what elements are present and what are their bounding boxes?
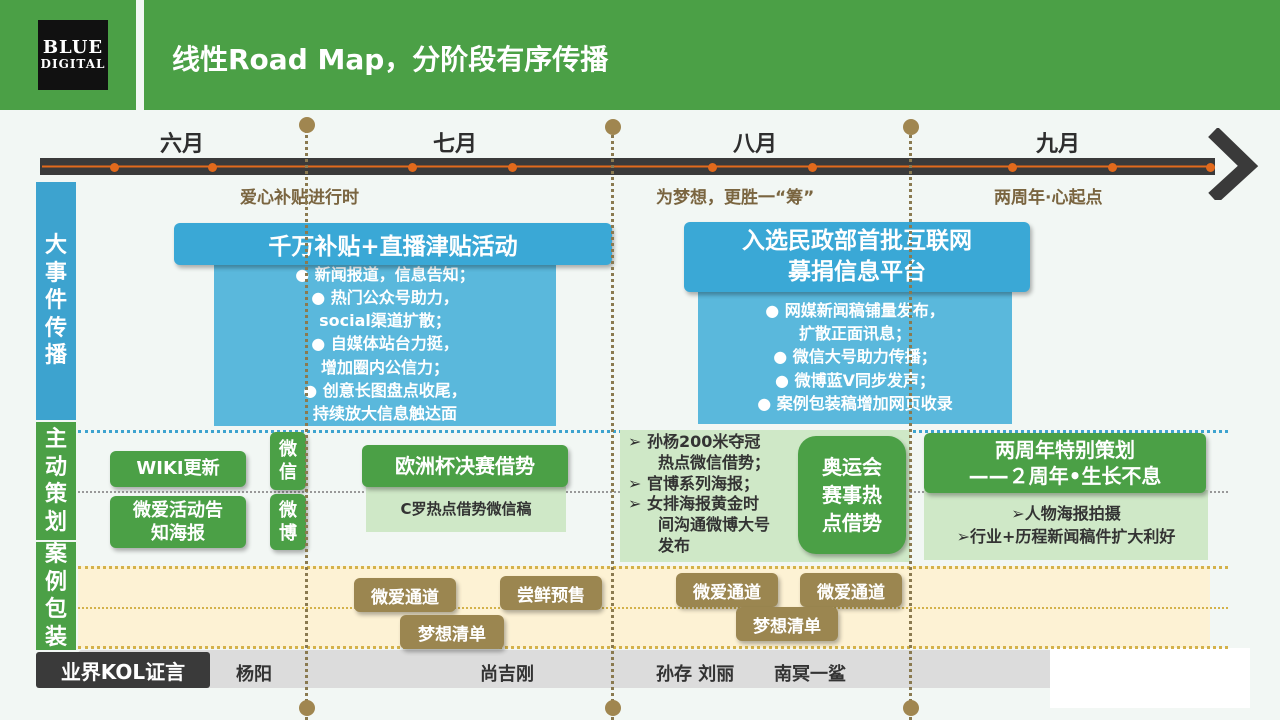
timeline-tick [708, 163, 717, 172]
olympic-item: ➢ 女排海报黄金时 [628, 494, 759, 514]
lane-separator [78, 646, 1228, 649]
event-item: ● 微信大号助力传播； [773, 347, 937, 367]
lane-separator [78, 607, 1228, 609]
month-june: 六月 [160, 132, 205, 157]
event-item: ● 热门公众号助力， [311, 288, 459, 308]
event-item: ● 案例包装稿增加网页收录 [757, 393, 953, 413]
olympic-item: ➢ 孙杨200米夺冠 [628, 432, 761, 451]
event-item: 扩散正面讯息； [798, 324, 911, 344]
milestone-marker [299, 117, 315, 133]
phase-label-2: 为梦想，更胜一“筹” [656, 188, 815, 208]
event-item: 增加圈内公信力； [320, 357, 449, 377]
milestone-marker [903, 119, 919, 135]
timeline-tick [508, 163, 517, 172]
kol-name: 南冥一鲨 [774, 664, 846, 685]
lane-label-active-planning: 主 动 策 划 [36, 422, 76, 540]
company-logo: BLUE DIGITAL [38, 20, 108, 90]
timeline-tick [110, 163, 119, 172]
case-tag: 微爱通道 [800, 573, 902, 607]
lane-label-major-events: 大 事 件 传 播 [36, 182, 76, 420]
phase-label-3: 两周年·心起点 [994, 188, 1103, 208]
olympic-item: ➢ 官博系列海报； [628, 473, 759, 493]
olympic-title: 奥运会 赛事热 点借势 [798, 436, 906, 554]
timeline-tick [1206, 163, 1215, 172]
header-divider [136, 0, 144, 110]
case-tag: 梦想清单 [736, 607, 838, 641]
timeline-tick [1108, 163, 1117, 172]
event-item: ● 创意长图盘点收尾， [303, 380, 467, 400]
month-august: 八月 [733, 132, 778, 157]
kol-lane-background [78, 650, 1212, 688]
page-title: 线性Road Map，分阶段有序传播 [172, 43, 609, 76]
milestone-marker [299, 700, 315, 716]
anniversary-title-line: ——２周年•生长不息 [968, 464, 1162, 488]
milestone-line [305, 130, 308, 720]
lane-label-kol: 业界KOL证言 [36, 652, 210, 688]
euro-cup-body: C罗热点借势微信稿 [366, 484, 566, 532]
milestone-marker [903, 700, 919, 716]
euro-cup-title: 欧洲杯决赛借势 [362, 445, 568, 487]
phase-label-1: 爱心补贴进行时 [240, 188, 359, 208]
timeline-arrow [40, 128, 1259, 200]
event-item: ● 新闻报道，信息告知； [295, 264, 475, 284]
olympic-item: 热点微信借势； [658, 452, 771, 472]
logo-line2: DIGITAL [40, 57, 106, 72]
event-title-subsidy: 千万补贴+直播津贴活动 [174, 223, 612, 265]
lane-separator [78, 566, 1228, 569]
case-tag: 微爱通道 [354, 578, 456, 612]
anniversary-body: ➢人物海报拍摄 ➢行业+历程新闻稿件扩大利好 [924, 490, 1208, 560]
timeline-tick [208, 163, 217, 172]
olympic-item: 间沟通微博大号 [658, 515, 771, 535]
lane-label-case-packaging: 案 例 包 装 [36, 542, 76, 650]
event-title-platform: 入选民政部首批互联网 募捐信息平台 [684, 222, 1030, 292]
weixin-button: 微 信 [270, 432, 306, 490]
event-item: 持续放大信息触达面 [312, 403, 457, 423]
event-card-body: ● 网媒新闻稿铺量发布， 扩散正面讯息； ● 微信大号助力传播； ● 微博蓝V同… [698, 290, 1012, 424]
kol-name: 杨阳 [236, 664, 272, 685]
anniversary-title: 两周年特别策划 ——２周年•生长不息 [924, 433, 1206, 493]
kol-name: 尚吉刚 [480, 664, 534, 685]
timeline-tick [408, 163, 417, 172]
month-september: 九月 [1036, 132, 1081, 157]
milestone-line [909, 130, 912, 720]
case-tag: 梦想清单 [400, 615, 504, 649]
timeline-tick [1008, 163, 1017, 172]
case-tag: 尝鲜预售 [500, 576, 602, 610]
timeline-tick [808, 163, 817, 172]
kol-name: 孙存 刘丽 [656, 664, 735, 685]
case-tag: 微爱通道 [676, 573, 778, 607]
logo-line1: BLUE [42, 37, 104, 59]
header-bar [0, 0, 1280, 110]
event-item: ● 网媒新闻稿铺量发布， [765, 301, 945, 321]
olympic-item: 发布 [658, 535, 691, 555]
weibo-button: 微 博 [270, 494, 306, 550]
milestone-line [611, 130, 614, 720]
milestone-marker [605, 700, 621, 716]
event-card-body: ● 新闻报道，信息告知； ● 热门公众号助力， social渠道扩散； ● 自媒… [214, 262, 556, 426]
anniversary-title-line: 两周年特别策划 [995, 438, 1135, 462]
event-item: social渠道扩散； [319, 311, 451, 331]
anniversary-item: ➢人物海报拍摄 [1011, 503, 1121, 523]
month-july: 七月 [433, 132, 478, 157]
wiai-poster-button: 微爱活动告 知海报 [110, 496, 246, 548]
event-item: ● 微博蓝V同步发声； [775, 370, 935, 390]
wiki-update-button: WIKI更新 [110, 451, 246, 487]
milestone-marker [605, 119, 621, 135]
event-item: ● 自媒体站台力挺， [311, 334, 459, 354]
anniversary-item: ➢行业+历程新闻稿件扩大利好 [956, 527, 1176, 546]
corner-patch [1050, 648, 1250, 708]
event-title-line: 募捐信息平台 [788, 259, 926, 285]
event-title-line: 入选民政部首批互联网 [742, 227, 972, 254]
